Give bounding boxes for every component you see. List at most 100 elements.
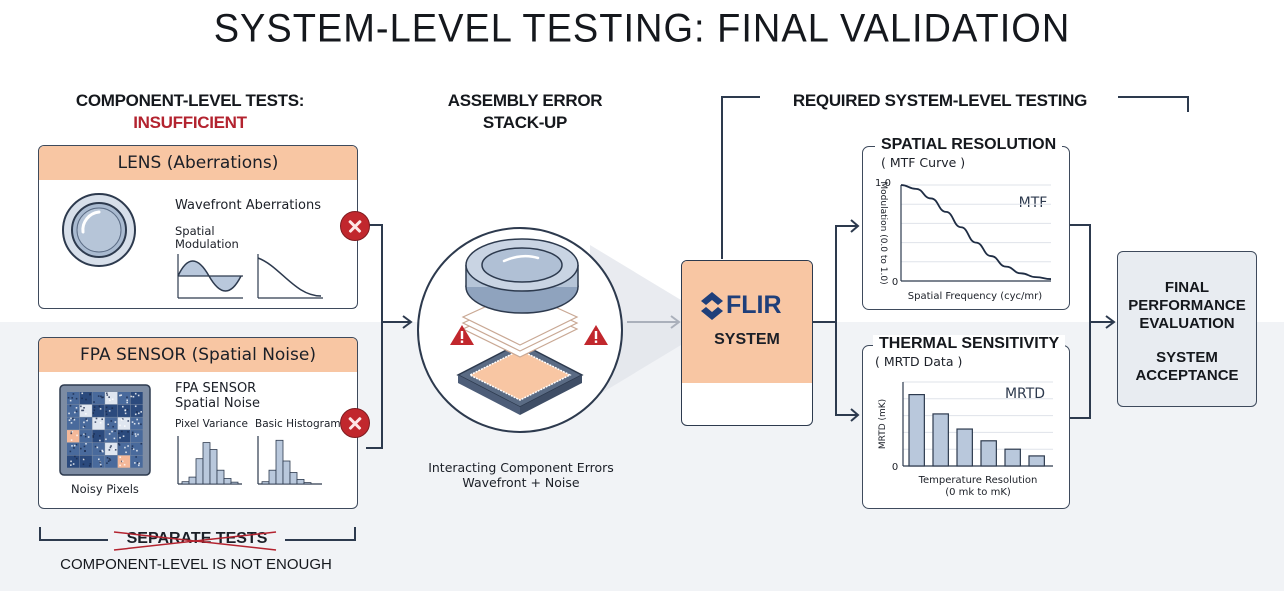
histogram-bar [303,482,312,485]
arrow-head-to-spatial [850,219,860,233]
mrtd-series-label: MRTD [1005,386,1045,402]
mtf-chart: 1.0 0 Modulation (0.0 to 1.0) Spatial Fr… [875,178,1052,302]
mrtd-ylabel: MRTD (mK) [878,399,888,449]
assembly-caption-line1: Interacting Component Errors [428,460,614,475]
histogram-bar [296,479,305,485]
assembly-heading-line2: STACK-UP [482,113,568,132]
wavefront-label: Wavefront Aberrations [175,198,321,213]
final-line2: PERFORMANCE [1128,297,1246,314]
thermal-sensitivity-panel: THERMAL SENSITIVITY ( MRTD Data ) 0 MRTD… [862,335,1070,509]
noise-pixel [92,417,105,430]
histogram-bar [268,469,277,485]
final-line1: FINAL [1164,279,1210,296]
noise-pixel [130,442,143,455]
assembly-heading-line1: ASSEMBLY ERROR [447,91,603,110]
histogram-bar [261,481,270,485]
warning-icon-left [450,325,474,345]
spatial-modulation-line1: Spatial [175,224,215,238]
flir-logo-icon [701,292,723,320]
insufficient-label: INSUFFICIENT [133,113,247,132]
fpa-card: FPA SENSOR (Spatial Noise) Noisy Pixels … [38,337,358,509]
split-to-thermal-line [835,322,858,416]
spatial-modulation-label: Spatial Modulation [175,225,239,251]
falloff-curve-chart [257,254,323,299]
noise-pixel [105,430,118,443]
histogram-bar [181,481,190,485]
histogram-bar [216,469,225,485]
histogram-bar [202,442,211,485]
noisy-pixels-caption: Noisy Pixels [71,482,139,496]
noisy-pixel-grid-icon [59,384,151,476]
noise-pixel [92,455,105,468]
fpa-label-line2: Spatial Noise [175,396,260,411]
basic-histogram-label: Basic Histogram [255,418,341,430]
noise-pixel [79,417,92,430]
histogram-bar [230,481,239,485]
fpa-label-line1: FPA SENSOR [175,381,257,396]
mtf-series-label: MTF [1019,195,1048,211]
fpa-card-header: FPA SENSOR (Spatial Noise) [39,338,357,372]
noise-pixel [67,442,80,455]
mrtd-bar [908,394,925,467]
lens-card: LENS (Aberrations) Wavefront Aberrations… [38,145,358,309]
separate-tests-label: SEPARATE TESTS [112,530,282,548]
system-bracket-left [721,96,760,259]
component-heading: COMPONENT-LEVEL TESTS: INSUFFICIENT [60,90,320,134]
mtf-subtitle: ( MTF Curve ) [881,155,966,170]
assembly-stackup-illustration [417,227,623,433]
system-heading: REQUIRED SYSTEM-LEVEL TESTING [792,91,1088,110]
histogram-bar [275,439,284,485]
final-line3: EVALUATION [1139,315,1235,332]
noise-pixel [79,392,92,405]
histogram-bar [289,472,298,485]
arrow-head-to-assembly [402,315,413,329]
spatial-resolution-title: SPATIAL RESOLUTION [875,136,1063,154]
system-bracket-right [1118,96,1189,112]
mrtd-subtitle: ( MRTD Data ) [875,354,963,369]
arrow-head-to-final [1105,315,1116,329]
noise-pixel [130,455,143,468]
mrtd-xlabel: Temperature Resolution [918,475,1038,486]
noise-pixel [92,442,105,455]
component-merge-line [366,224,383,449]
panels-merge-line [1070,224,1091,419]
noise-pixel [117,392,130,405]
arrow-head-to-thermal [850,408,860,422]
noise-pixel [67,430,80,443]
not-enough-label: COMPONENT-LEVEL IS NOT ENOUGH [60,556,332,573]
noise-pixel [79,442,92,455]
final-line4: SYSTEM [1156,349,1218,366]
histogram-bar [188,476,197,485]
histogram-bar [209,449,218,485]
pixel-variance-label: Pixel Variance [175,418,248,430]
bottom-bracket-right [285,527,356,541]
fail-x-icon-lens [340,211,370,241]
flir-brand-text: FLIR [726,291,782,319]
noise-pixel [92,430,105,443]
noise-pixel [105,442,118,455]
noise-pixel [67,455,80,468]
mrtd-bar [1004,448,1021,467]
noise-pixel [130,392,143,405]
noise-pixel [92,392,105,405]
warning-icon-right [584,325,608,345]
basic-histogram [257,436,322,485]
mtf-curve [900,184,1052,280]
noise-pixel [130,417,143,430]
noise-pixel [105,404,118,417]
fail-x-icon-fpa [340,408,370,438]
noise-pixel [92,404,105,417]
sine-wave-chart [177,254,243,299]
spatial-resolution-panel: SPATIAL RESOLUTION ( MTF Curve ) 1.0 0 M… [862,136,1070,310]
separate-tests-text: SEPARATE TESTS [126,530,268,547]
spatial-modulation-line2: Modulation [175,237,239,251]
mrtd-bar [980,440,997,467]
mrtd-xlabel-line2: (0 mk to mK) [945,487,1011,498]
noise-pixel [117,442,130,455]
noise-pixel [79,404,92,417]
noise-pixel [67,404,80,417]
noise-pixel [105,417,118,430]
final-line5: ACCEPTANCE [1135,367,1239,384]
pixel-variance-histogram [177,436,242,485]
system-box-fill [682,261,812,383]
